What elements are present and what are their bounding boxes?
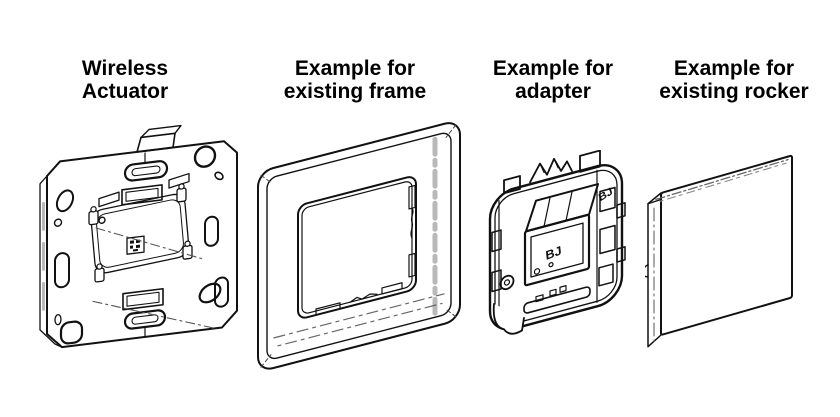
grommet <box>501 274 514 290</box>
existing-frame-illustration <box>248 112 468 384</box>
bottom-slot <box>524 286 590 314</box>
center-connector <box>127 236 144 254</box>
top-right-tab <box>580 151 600 172</box>
title-existing-rocker: Example for existing rocker <box>659 57 809 103</box>
title-existing-frame: Example for existing frame <box>283 57 427 103</box>
wireless-actuator-illustration <box>25 118 245 358</box>
title-wireless-actuator: Wireless Actuator <box>81 57 169 103</box>
top-left-hole <box>54 188 76 213</box>
rocker-front-face <box>661 155 792 335</box>
existing-rocker-drawing <box>645 150 807 350</box>
adapter-illustration: BJ BJ <box>480 150 636 368</box>
existing-rocker-illustration <box>645 150 807 350</box>
top-left-tab <box>504 176 520 193</box>
existing-frame-drawing <box>248 112 468 384</box>
carrier-posts <box>89 183 192 283</box>
left-claw-slot <box>55 252 69 288</box>
claw-carrier <box>90 192 189 275</box>
plate-outline <box>47 140 237 349</box>
frame-clips <box>316 185 415 315</box>
side-nub <box>645 265 648 278</box>
adapter-outline <box>490 160 622 335</box>
bottom-capsule-slot <box>125 310 165 330</box>
center-module <box>525 184 598 286</box>
top-capsule-slot <box>125 160 167 181</box>
top-window <box>122 185 162 205</box>
right-claw-slot-upper <box>205 216 218 247</box>
top-right-hole <box>195 145 215 167</box>
bottom-left-hole <box>61 321 82 345</box>
plate-side-face <box>40 174 62 350</box>
bottom-left-foot <box>494 296 524 339</box>
right-clip-arm <box>597 163 625 303</box>
frame-opening <box>298 175 416 320</box>
brand-mark-center: BJ <box>545 243 562 263</box>
right-claw-slot-lower <box>215 277 228 308</box>
frame-front-face <box>267 131 451 361</box>
wireless-actuator-drawing <box>25 118 245 358</box>
corner-bevel-lines <box>261 125 456 367</box>
frame-outer-edge <box>258 120 460 372</box>
bottom-window <box>123 289 163 310</box>
bottom-right-hole <box>196 280 223 306</box>
adapter-drawing: BJ BJ <box>480 150 636 368</box>
title-adapter: Example for adapter <box>492 57 614 103</box>
